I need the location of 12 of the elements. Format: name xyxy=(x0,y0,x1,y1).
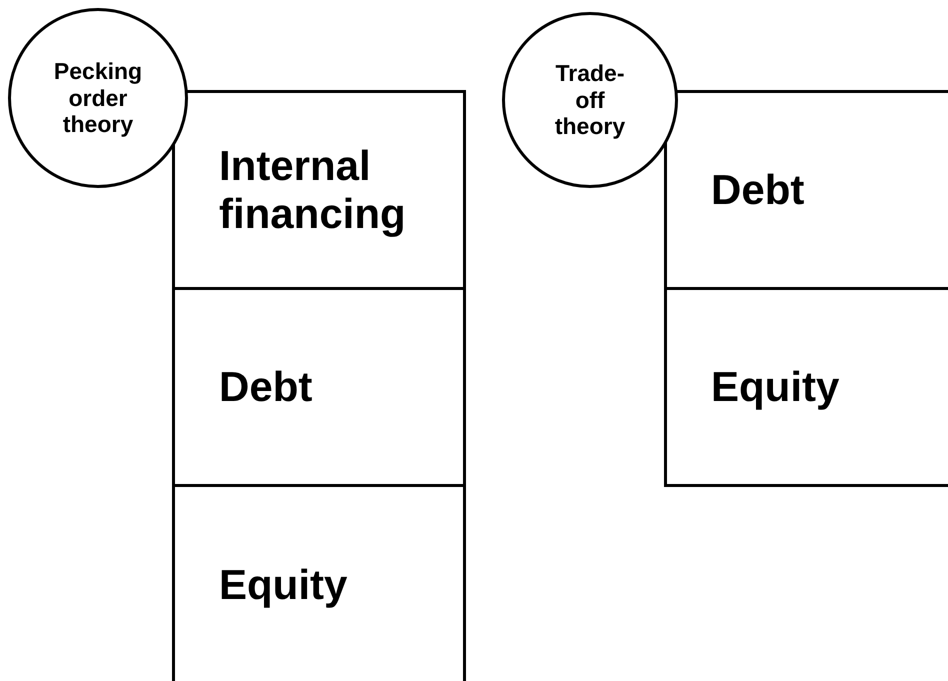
financing-box xyxy=(664,90,948,290)
circle-label: Trade-off theory xyxy=(554,60,626,140)
box-label: Internal financing xyxy=(219,142,407,238)
financing-box xyxy=(172,90,466,290)
box-label: Equity xyxy=(219,561,348,610)
box-label: Debt xyxy=(711,166,804,214)
box-label: Debt xyxy=(219,362,312,412)
box-label: Equity xyxy=(711,362,840,412)
financing-box xyxy=(664,287,948,487)
financing-box xyxy=(172,287,466,487)
financing-box xyxy=(172,484,466,681)
circle-label: Pecking order theory xyxy=(52,58,144,138)
